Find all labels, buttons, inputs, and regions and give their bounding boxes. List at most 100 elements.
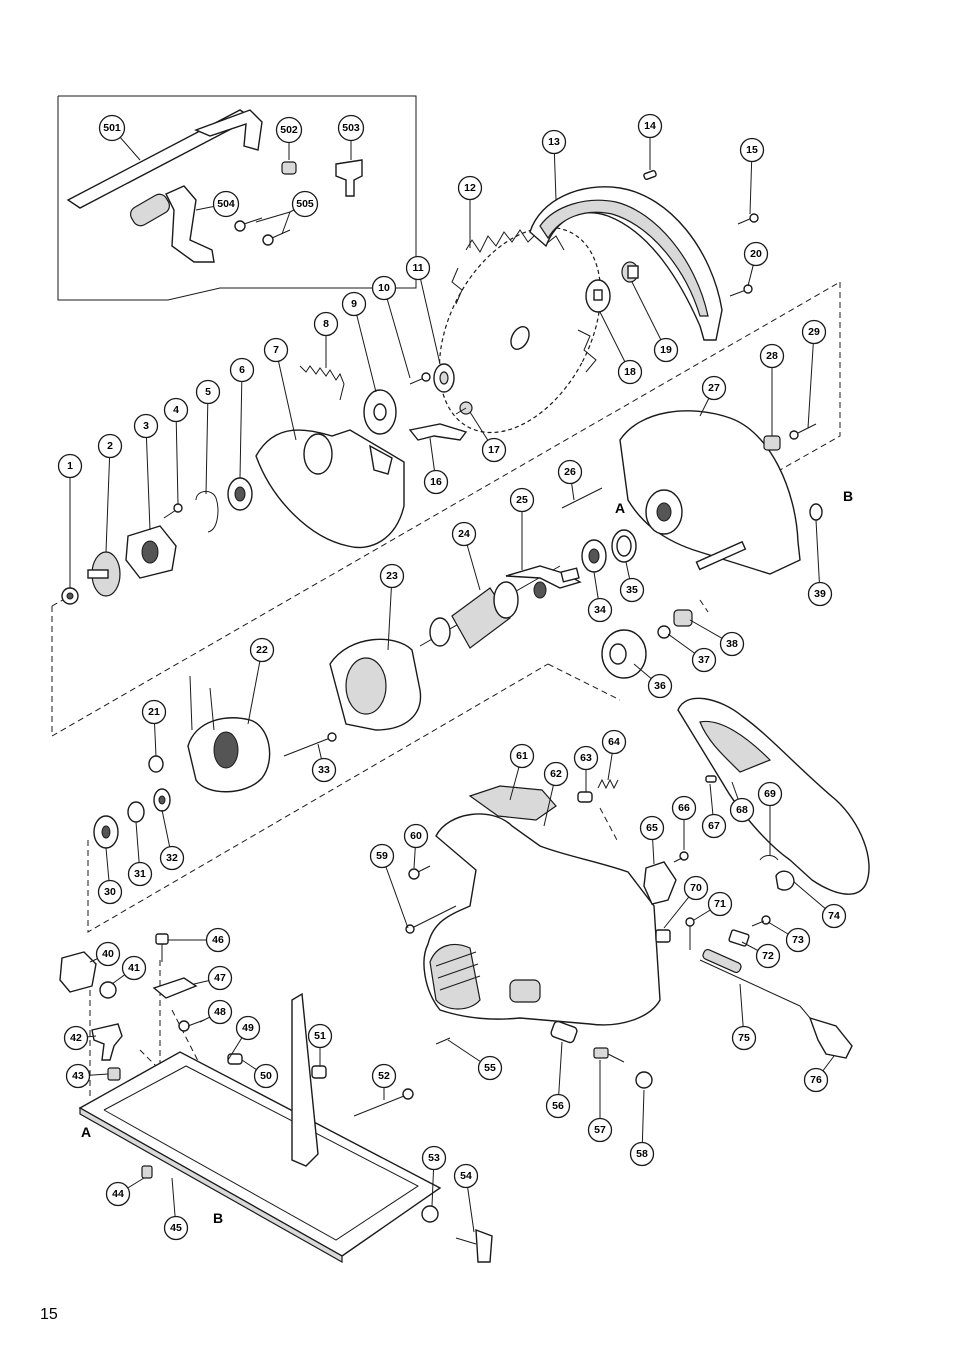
callout-bubble: [163, 1215, 189, 1241]
callout-bubble: [509, 487, 535, 513]
callout-bubble: [785, 927, 811, 953]
callout-bubble: [313, 311, 339, 337]
part-73-screw: [751, 915, 771, 927]
callout-number: 4: [173, 404, 179, 416]
callout-bubble: [371, 275, 397, 301]
callout-number: 43: [72, 1070, 84, 1082]
part-501-guide-bar: [66, 109, 263, 209]
callout-504: 504: [195, 190, 240, 218]
part-70-terminal: [655, 929, 671, 943]
callout-bubble: [691, 647, 717, 673]
callout-number: 20: [750, 248, 762, 260]
callout-number: 42: [70, 1032, 82, 1044]
marker-b-right: B: [843, 488, 853, 504]
part-38-sleeve: [673, 609, 693, 627]
callout-number: 26: [564, 466, 576, 478]
part-49-riving-knife: [291, 992, 319, 1167]
part-31-washer: [127, 801, 145, 823]
callout-bubble: [683, 875, 709, 901]
part-55-screw: [435, 1037, 451, 1045]
marker-a-top: A: [615, 500, 625, 516]
part-53-washer: [421, 1205, 439, 1223]
part-43-nut: [107, 1067, 121, 1081]
callout-number: 49: [242, 1022, 254, 1034]
callout-bubble: [587, 1117, 613, 1143]
part-7-lower-guard: [255, 429, 405, 549]
part-26-pin: [561, 487, 603, 509]
callout-30: 30: [97, 847, 123, 905]
callout-bubble: [543, 761, 569, 787]
callout-bubble: [545, 1093, 571, 1119]
callout-number: 39: [814, 588, 826, 600]
callout-number: 64: [608, 736, 620, 748]
callout-12: 12: [457, 175, 483, 248]
callout-502: 502: [275, 116, 303, 160]
callout-number: 54: [460, 1170, 472, 1182]
callout-number: 50: [260, 1070, 272, 1082]
callout-bubble: [163, 397, 189, 423]
callout-bubble: [423, 469, 449, 495]
callout-number: 76: [810, 1074, 822, 1086]
callout-37: 37: [667, 633, 717, 673]
callout-43: 43: [65, 1063, 109, 1089]
callout-bubble: [57, 453, 83, 479]
callout-bubble: [98, 114, 126, 142]
part-69-clip: [759, 855, 779, 861]
part-27-gear-case: [619, 410, 801, 575]
callout-number: 48: [214, 1006, 226, 1018]
part-15-screw: [737, 213, 759, 225]
callout-bubble: [105, 1181, 131, 1207]
callout-70: 70: [663, 875, 709, 929]
leader-line: [239, 369, 243, 479]
callout-bubble: [369, 843, 395, 869]
callout-bubble: [807, 581, 833, 607]
part-60-screw: [408, 865, 431, 880]
callout-number: 71: [714, 898, 726, 910]
callout-bubble: [207, 965, 233, 991]
callout-64: 64: [601, 729, 627, 781]
callout-bubble: [481, 437, 507, 463]
leader-line: [145, 425, 151, 531]
callout-1: 1: [57, 453, 83, 588]
part-502-nut: [281, 161, 297, 175]
callout-52: 52: [371, 1063, 397, 1100]
callout-bubble: [405, 255, 431, 281]
callout-number: 73: [792, 934, 804, 946]
callout-number: 58: [636, 1148, 648, 1160]
part-71-lead: [685, 917, 695, 950]
callout-number: 11: [412, 262, 423, 274]
callout-bubble: [311, 757, 337, 783]
callout-number: 60: [410, 830, 422, 842]
callout-number: 12: [464, 182, 476, 194]
part-42-wing-bolt: [91, 1023, 123, 1061]
callout-number: 6: [239, 364, 245, 376]
callout-number: 63: [580, 752, 592, 764]
callout-bubble: [731, 1025, 757, 1051]
part-33-screw: [283, 732, 337, 757]
callout-bubble: [229, 357, 255, 383]
marker-a-base: A: [81, 1124, 91, 1140]
callout-number: 66: [678, 802, 690, 814]
callout-number: 25: [516, 494, 528, 506]
callout-58: 58: [629, 1089, 655, 1167]
part-503-wing-bolt: [335, 159, 363, 197]
callout-59: 59: [369, 843, 409, 929]
callout-32: 32: [159, 809, 185, 871]
callout-bubble: [701, 813, 727, 839]
callout-bubble: [587, 597, 613, 623]
callout-number: 8: [323, 318, 329, 330]
callout-number: 30: [104, 886, 116, 898]
callout-bubble: [617, 359, 643, 385]
callout-48: 48: [199, 999, 233, 1025]
callout-number: 502: [280, 124, 298, 136]
callout-3: 3: [133, 413, 159, 531]
callout-51: 51: [307, 1023, 333, 1066]
callout-74: 74: [793, 881, 847, 929]
callout-number: 2: [107, 440, 113, 452]
leader-line: [807, 331, 815, 429]
part-34-bearing: [581, 539, 607, 573]
part-17-bolt: [455, 401, 473, 415]
part-56-brush-holder: [550, 1020, 578, 1044]
